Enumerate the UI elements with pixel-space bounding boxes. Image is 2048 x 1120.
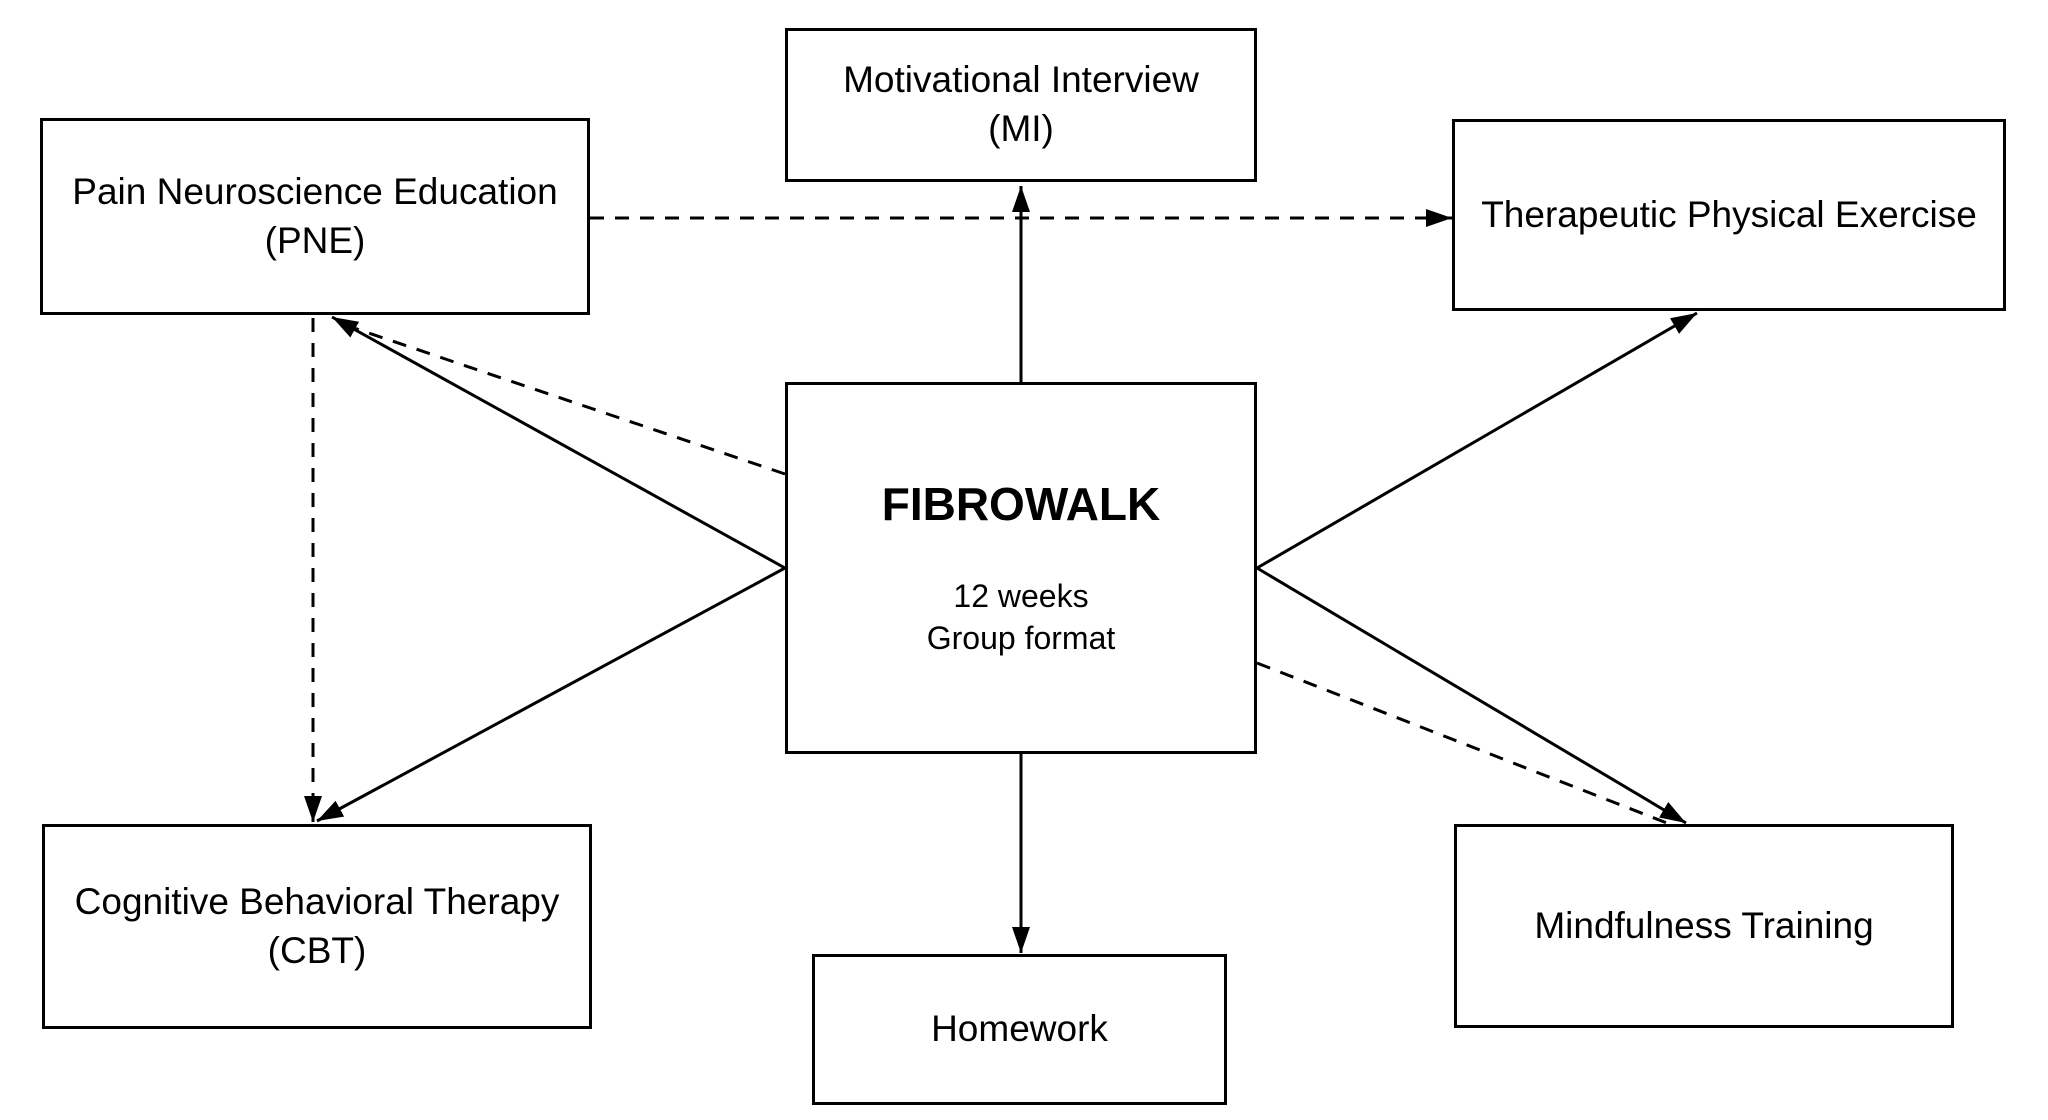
node-therapeutic-physical-exercise: Therapeutic Physical Exercise xyxy=(1452,119,2006,311)
node-pain-neuroscience-education: Pain Neuroscience Education (PNE) xyxy=(40,118,590,315)
node-label: Cognitive Behavioral Therapy xyxy=(74,880,560,922)
fibrowalk-duration: 12 weeks xyxy=(953,577,1089,614)
fibrowalk-format: Group format xyxy=(926,620,1116,656)
node-cognitive-behavioral-therapy: Cognitive Behavioral Therapy (CBT) xyxy=(42,824,592,1029)
node-label: Motivational Interview xyxy=(843,59,1199,101)
node-label: (CBT) xyxy=(267,929,367,971)
node-label: (PNE) xyxy=(264,219,366,261)
edge-fibrowalk-pne-dashed xyxy=(344,323,786,476)
edge-fibrowalk-mindfulness xyxy=(1256,566,1687,825)
node-motivational-interview: Motivational Interview (MI) xyxy=(785,28,1257,182)
node-label: Homework xyxy=(931,1008,1108,1050)
fibrowalk-title: FIBROWALK xyxy=(881,477,1161,530)
node-mindfulness-training: Mindfulness Training xyxy=(1454,824,1954,1028)
node-label: (MI) xyxy=(988,108,1054,149)
node-label: Therapeutic Physical Exercise xyxy=(1481,193,1977,235)
edge-fibrowalk-mindfulness-dashed xyxy=(1256,661,1673,827)
edge-fibrowalk-cbt xyxy=(316,566,786,823)
node-label: Pain Neuroscience Education xyxy=(72,170,558,212)
node-homework: Homework xyxy=(812,954,1227,1105)
edge-fibrowalk-pne xyxy=(331,315,786,570)
node-label: Mindfulness Training xyxy=(1534,904,1874,946)
node-fibrowalk: FIBROWALK 12 weeks Group format xyxy=(785,382,1257,754)
edge-fibrowalk-tpe xyxy=(1256,311,1698,570)
